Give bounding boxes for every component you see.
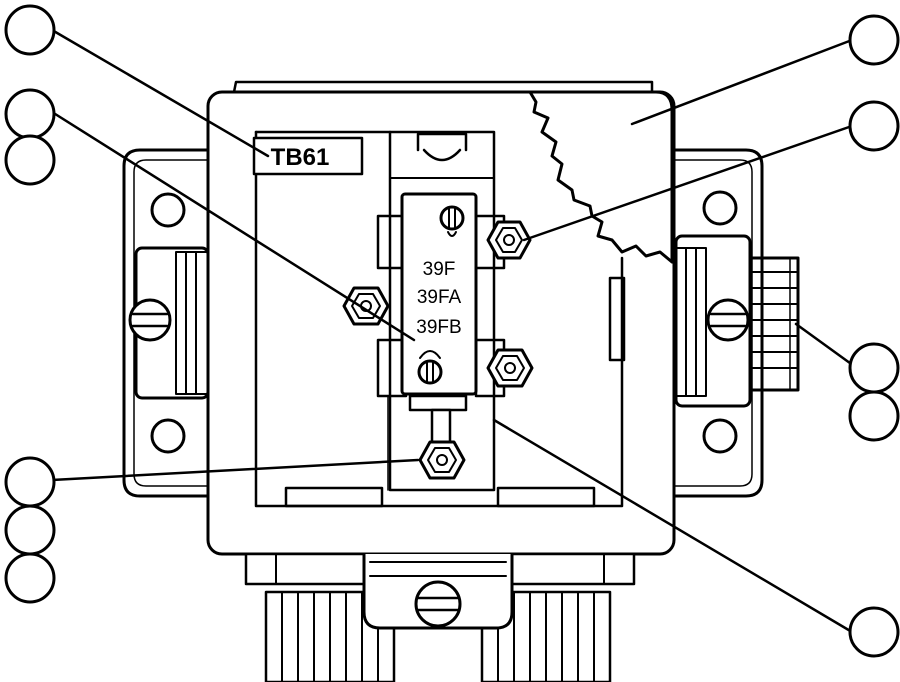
lower-slot-left bbox=[284, 486, 384, 508]
bottom-bracket-screw bbox=[414, 580, 462, 628]
fuse-holder-bottom-screw bbox=[417, 350, 443, 385]
callout-balloon bbox=[848, 390, 900, 442]
leader-tag-plate bbox=[50, 28, 270, 158]
callout-balloon bbox=[4, 88, 56, 140]
callout-balloon bbox=[848, 606, 900, 658]
cover-cutaway bbox=[528, 90, 674, 264]
hex-nut-lower-right bbox=[486, 348, 534, 388]
bottom-left-plug bbox=[264, 590, 396, 682]
leader-cover bbox=[630, 38, 854, 126]
lower-slot-right bbox=[496, 486, 596, 508]
terminal-block-assembly: 39F 39FA 39FB bbox=[376, 130, 506, 492]
upper-terminal-nut bbox=[416, 132, 468, 162]
callout-balloon bbox=[4, 504, 56, 556]
terminal-label-39fa: 39FA bbox=[417, 287, 462, 308]
bottom-connector-assembly bbox=[244, 552, 636, 682]
hex-nut-upper-right bbox=[486, 220, 532, 260]
bottom-center-bracket bbox=[362, 552, 514, 630]
right-side-connector bbox=[748, 256, 800, 392]
hex-nut-bottom bbox=[418, 440, 466, 480]
mounting-hole-upper-right bbox=[702, 190, 738, 226]
leader-side-connector bbox=[794, 322, 856, 368]
callout-balloon bbox=[848, 100, 900, 152]
right-mounting-flange bbox=[670, 148, 800, 498]
leader-hex-nut bbox=[522, 124, 854, 242]
mounting-hole-lower-right bbox=[702, 418, 738, 454]
leader-terminal-rail bbox=[492, 418, 854, 634]
callout-balloon bbox=[4, 134, 56, 186]
leader-fuse-holder bbox=[50, 110, 416, 342]
mounting-hole-lower-left bbox=[150, 418, 186, 454]
leader-bottom-nut bbox=[50, 458, 420, 482]
callout-balloon bbox=[4, 456, 56, 508]
callout-balloon bbox=[4, 4, 56, 56]
fuse-holder-top-screw bbox=[439, 205, 465, 237]
left-bracket-screw bbox=[128, 298, 172, 342]
callout-balloon bbox=[4, 552, 56, 604]
tag-plate bbox=[252, 136, 364, 176]
callout-balloon bbox=[848, 14, 900, 66]
tag-label: TB61 bbox=[271, 144, 330, 171]
callout-leaders bbox=[50, 28, 856, 634]
terminal-label-39fb: 39FB bbox=[416, 317, 461, 338]
terminal-label-39f: 39F bbox=[423, 259, 456, 280]
callout-balloons bbox=[4, 4, 900, 658]
callout-balloon bbox=[848, 342, 900, 394]
right-bracket-screw bbox=[706, 298, 750, 342]
mounting-hole-upper-left bbox=[150, 192, 186, 228]
fuse-holder bbox=[400, 192, 478, 396]
hex-nut-left bbox=[342, 286, 390, 326]
